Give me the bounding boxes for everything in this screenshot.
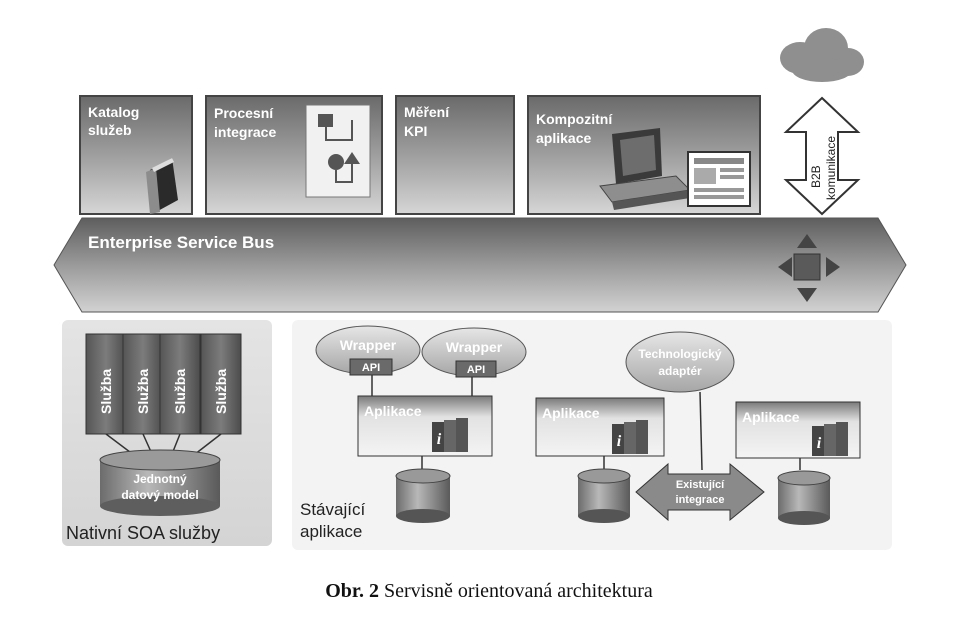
composite-app-box: Kompozitní aplikace <box>527 95 761 215</box>
service-box-4: Služba <box>200 333 242 435</box>
svg-text:API: API <box>467 364 485 376</box>
svg-text:Služba: Služba <box>98 369 114 414</box>
enterprise-service-bus: Enterprise Service Bus <box>53 217 907 313</box>
kpi-label-2: KPI <box>404 123 427 139</box>
svg-text:i: i <box>817 435 822 452</box>
flowchart-icon <box>305 104 371 198</box>
legacy-apps-panel: Wrapper API Wrapper API Aplikace i <box>292 320 892 550</box>
svg-text:Aplikace: Aplikace <box>542 405 600 421</box>
svg-text:Existující: Existující <box>676 479 725 491</box>
composite-label-1: Kompozitní <box>536 111 613 127</box>
directional-arrows-icon <box>778 234 840 302</box>
svg-text:i: i <box>617 433 622 450</box>
svg-text:API: API <box>362 362 380 374</box>
catalog-label-1: Katalog <box>88 104 139 120</box>
info-binders-icon: i <box>612 420 648 454</box>
svg-text:Služba: Služba <box>135 369 151 414</box>
svg-text:datový model: datový model <box>121 488 198 502</box>
wrapper-2: Wrapper API <box>421 327 527 400</box>
figure-caption: Obr. 2 Servisně orientovaná architektura <box>0 580 978 603</box>
svg-text:Aplikace: Aplikace <box>364 403 422 419</box>
figure-title: Servisně orientovaná architektura <box>383 580 653 602</box>
legacy-apps-label-2: aplikace <box>300 522 362 541</box>
service-box-1: Služba <box>85 333 127 435</box>
svg-text:Aplikace: Aplikace <box>742 409 800 425</box>
svg-text:Služba: Služba <box>213 369 229 414</box>
composite-label-2: aplikace <box>536 130 591 146</box>
kpi-box: Měření KPI <box>395 95 515 215</box>
svg-text:Technologický: Technologický <box>638 347 721 361</box>
service-box-2: Služba <box>122 333 164 435</box>
application-box-1: Aplikace i <box>357 395 493 470</box>
technology-adapter: Technologický adaptér <box>625 331 735 471</box>
svg-text:Jednotný: Jednotný <box>133 472 187 486</box>
legacy-apps-label-1: Stávající <box>300 500 365 519</box>
svg-text:i: i <box>437 431 442 448</box>
svg-text:Služba: Služba <box>172 369 188 414</box>
esb-title: Enterprise Service Bus <box>88 233 274 252</box>
catalog-box: Katalog služeb <box>79 95 193 215</box>
unified-data-model-cylinder: Jednotný datový model <box>99 449 221 516</box>
existing-integration-arrow: Existující integrace <box>635 462 765 522</box>
native-soa-panel: Služba Služba Služba Služba Jednotný dat… <box>62 320 272 546</box>
process-label-2: integrace <box>214 124 276 140</box>
application-box-2: Aplikace i <box>535 397 665 470</box>
svg-text:adaptér: adaptér <box>658 364 702 378</box>
b2b-label-2: komunikace <box>824 136 838 200</box>
app-database-1 <box>395 468 451 523</box>
computer-icon <box>599 128 751 210</box>
native-soa-label: Nativní SOA služby <box>66 523 220 543</box>
app-database-2 <box>577 468 631 523</box>
application-box-3: Aplikace i <box>735 401 861 470</box>
catalog-label-2: služeb <box>88 122 132 138</box>
b2b-label-1: B2B <box>809 165 823 188</box>
kpi-label-1: Měření <box>404 104 450 120</box>
info-binders-icon: i <box>432 418 468 452</box>
process-label-1: Procesní <box>214 105 274 121</box>
wrapper-1: Wrapper API <box>315 325 421 396</box>
figure-number: Obr. 2 <box>325 580 379 602</box>
svg-text:Wrapper: Wrapper <box>446 339 503 355</box>
book-icon <box>146 158 178 214</box>
app-database-3 <box>777 470 831 525</box>
info-binders-icon: i <box>812 422 848 456</box>
cloud-icon <box>780 28 864 82</box>
svg-text:Wrapper: Wrapper <box>340 337 397 353</box>
service-box-3: Služba <box>159 333 201 435</box>
process-integration-box: Procesní integrace <box>205 95 383 215</box>
svg-text:integrace: integrace <box>676 494 725 506</box>
b2b-double-arrow: B2B komunikace <box>783 96 861 216</box>
